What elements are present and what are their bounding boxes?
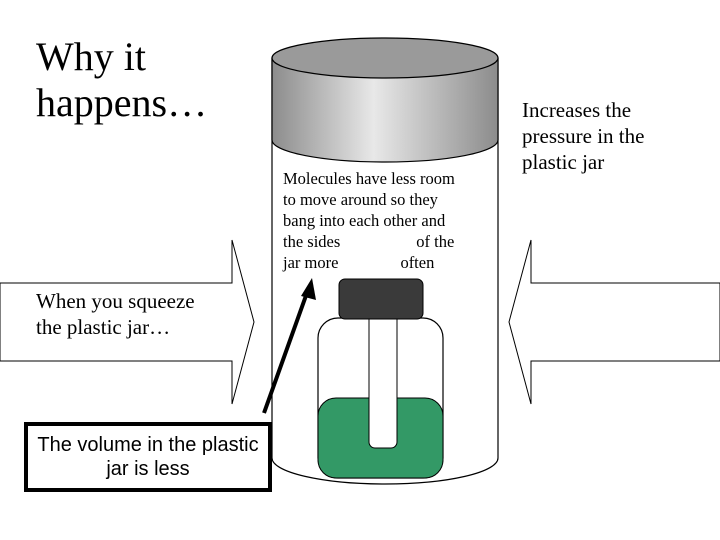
jar-lid-side bbox=[271, 57, 499, 163]
molecule-line-4b: of the bbox=[416, 232, 455, 251]
pressure-caption: Increases the pressure in the plastic ja… bbox=[522, 98, 645, 174]
molecule-line-2: to move around so they bbox=[283, 190, 438, 209]
inner-bottle-cap bbox=[338, 278, 424, 320]
pointer-arrow-line bbox=[262, 289, 310, 414]
molecule-line-5a: jar more bbox=[283, 253, 339, 272]
molecule-line-4a: the sides bbox=[283, 232, 341, 251]
molecule-line-5b: often bbox=[400, 253, 435, 272]
molecule-line-4: the sides of the bbox=[283, 231, 495, 252]
molecule-line-5: jar more often bbox=[283, 252, 495, 273]
molecule-line-1: Molecules have less room bbox=[283, 169, 455, 188]
pointer-arrowhead-icon bbox=[301, 278, 316, 300]
molecule-explanation: Molecules have less room to move around … bbox=[283, 168, 495, 273]
jar-lid-top bbox=[271, 37, 499, 79]
dropper-tube bbox=[368, 309, 398, 449]
slide-title: Why it happens… bbox=[36, 34, 208, 125]
volume-callout-text: The volume in the plastic jar is less bbox=[37, 434, 259, 480]
molecule-line-3: bang into each other and bbox=[283, 211, 446, 230]
squeeze-arrow-left-icon bbox=[508, 239, 720, 405]
squeeze-caption: When you squeeze the plastic jar… bbox=[36, 289, 195, 339]
volume-callout-box: The volume in the plastic jar is less bbox=[24, 422, 272, 492]
squeeze-arrow-right-icon bbox=[0, 239, 255, 405]
